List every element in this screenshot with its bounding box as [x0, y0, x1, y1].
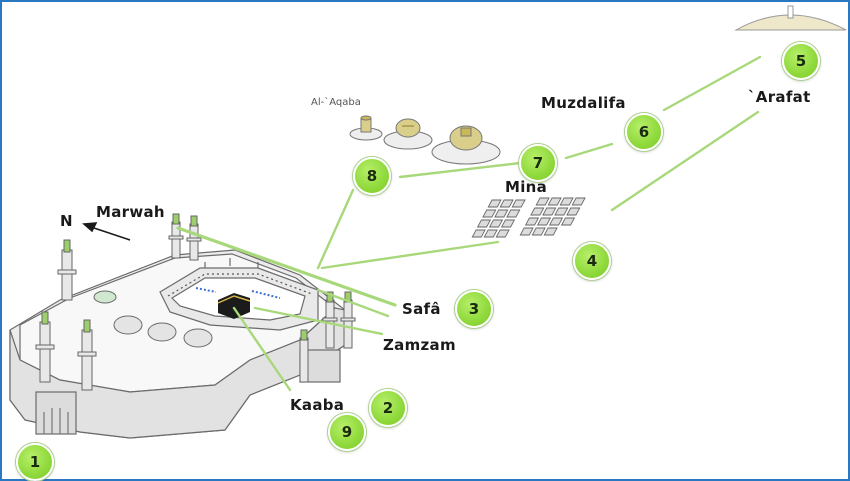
marwah-label: Marwah: [96, 203, 165, 221]
step-badge-6: 6: [625, 113, 663, 151]
kaaba-label: Kaaba: [290, 396, 345, 414]
minarets: [35, 213, 356, 391]
north-label: N: [60, 212, 73, 230]
safa-label: Safâ: [402, 300, 441, 318]
step-badge-2: 2: [369, 389, 407, 427]
mina-label: Mina: [505, 178, 548, 196]
route-lines: [176, 55, 762, 392]
muzdalifa-label: Muzdalifa: [541, 94, 626, 112]
step-badge-1: 1: [16, 443, 54, 481]
step-badge-7: 7: [519, 144, 557, 182]
kaaba-icon: [217, 293, 251, 319]
step-badge-9: 9: [328, 413, 366, 451]
domes: [93, 290, 213, 348]
step-badge-4: 4: [573, 242, 611, 280]
north-arrow-icon: [82, 222, 131, 241]
step-badge-8: 8: [353, 157, 391, 195]
zamzam-label: Zamzam: [383, 336, 456, 354]
al-aqaba-label: Al-`Aqaba: [311, 97, 361, 108]
jamarat-pillars: [349, 115, 501, 165]
arafat-label: `Arafat: [748, 88, 811, 106]
step-badge-5: 5: [782, 42, 820, 80]
arafat-mount-icon: [734, 5, 847, 31]
mina-tents: [471, 197, 586, 238]
step-badge-3: 3: [455, 290, 493, 328]
tawaf-path: [195, 287, 281, 299]
